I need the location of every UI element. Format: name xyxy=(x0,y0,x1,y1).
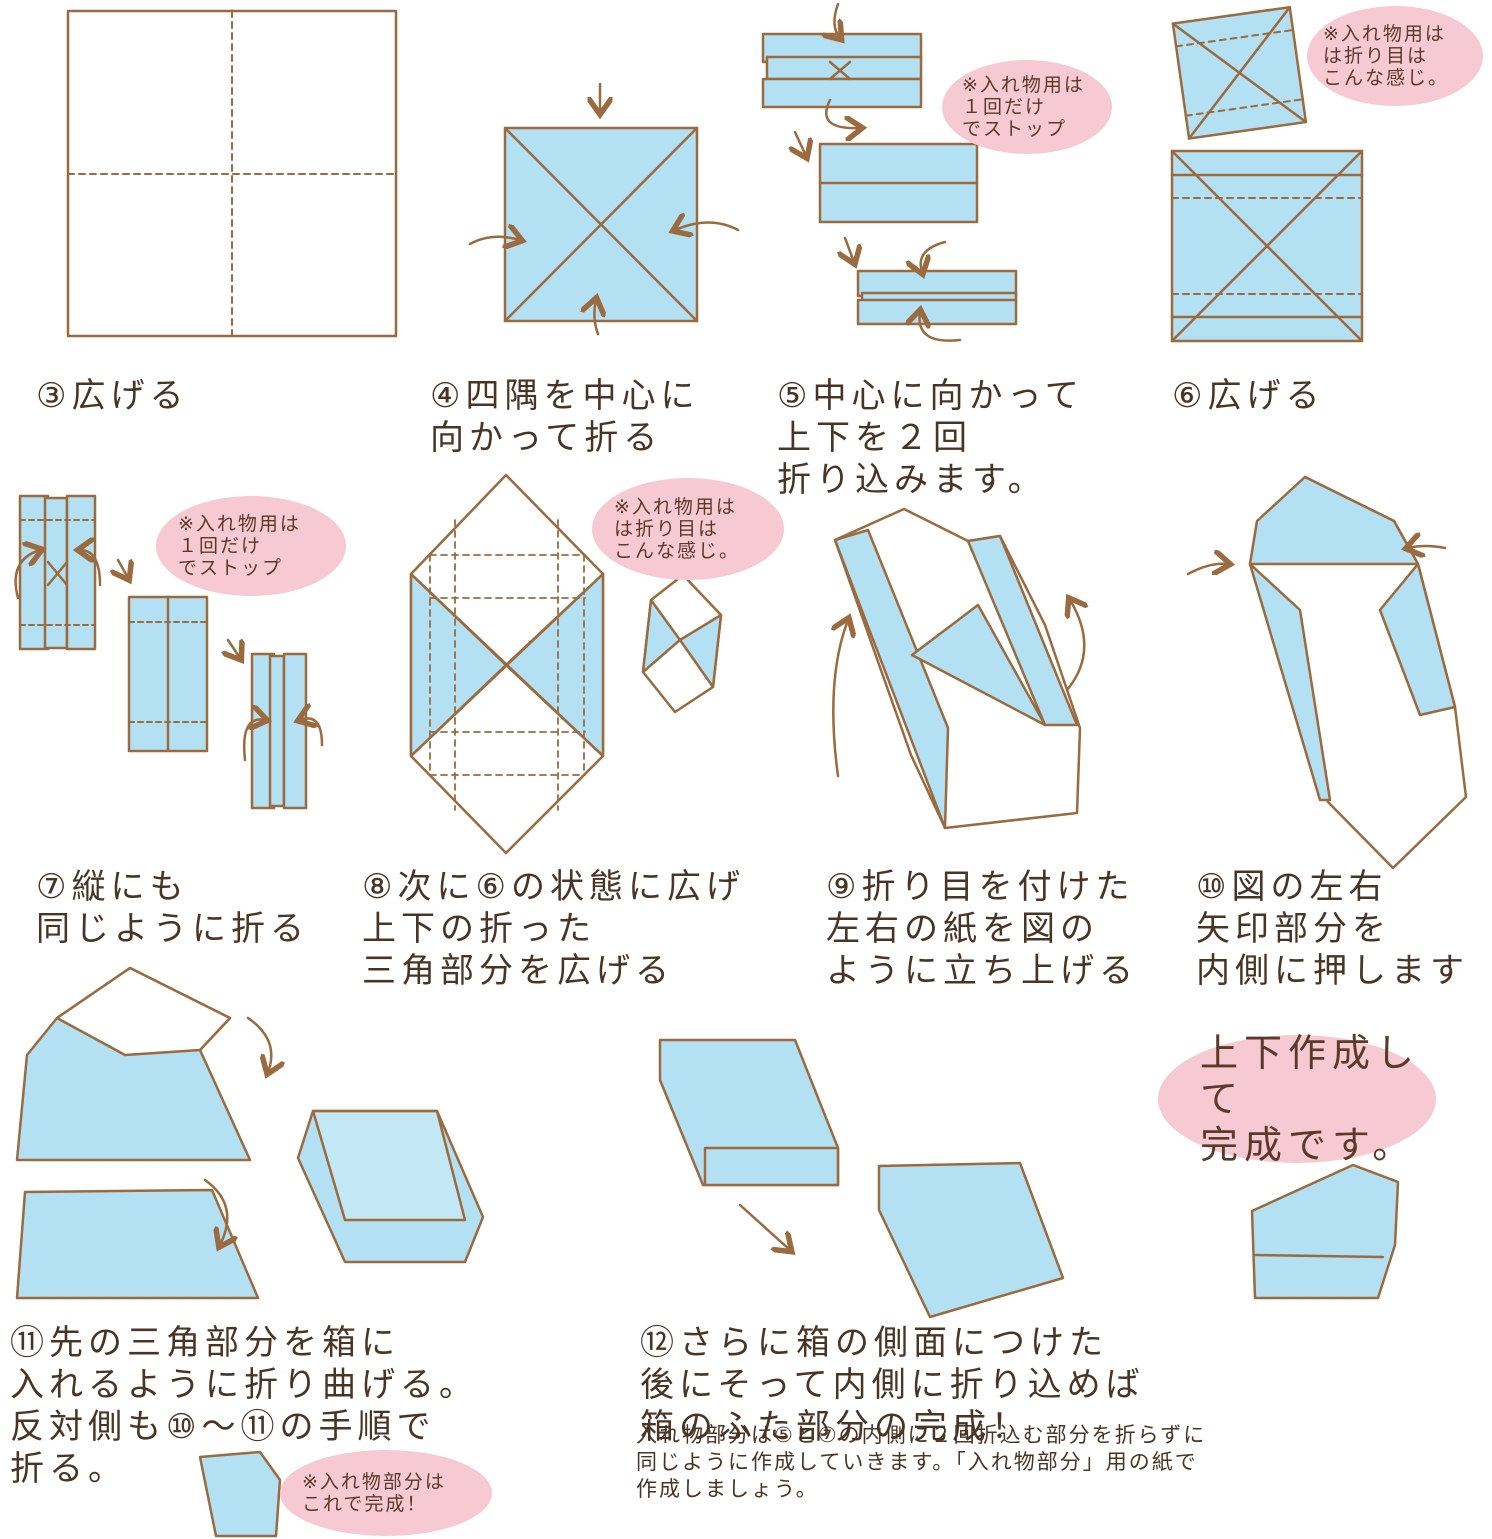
step10-push-sides xyxy=(1186,475,1468,870)
step3-unfolded-square xyxy=(66,9,398,338)
step9-caption: ⑨折り目を付けた左右の紙を図のように立ち上げる xyxy=(826,867,1138,991)
arrow-icon xyxy=(795,130,806,156)
arrow-left-icon xyxy=(675,223,740,231)
step7-vertical-folds xyxy=(14,494,324,810)
step5-folds xyxy=(761,2,1018,342)
step9-raised-sides xyxy=(833,507,1084,830)
step3-caption: ③広げる xyxy=(36,376,189,416)
step6-unfolded xyxy=(1170,5,1364,343)
step5-caption: ⑤中心に向かって上下を２回折り込みます。 xyxy=(777,376,1084,500)
container-note: 入れ物部分は⑤と⑦の内側に２回折込む部分を折らずに同じように作成していきます。「… xyxy=(636,1423,1207,1501)
step4-folded-square xyxy=(468,82,740,336)
step11-fold-in xyxy=(15,966,485,1538)
arrow-right-icon xyxy=(468,237,520,244)
step8-hexagon xyxy=(409,473,723,855)
step6-caption: ⑥広げる xyxy=(1172,376,1325,416)
step7-caption: ⑦縦にも同じように折る xyxy=(36,867,309,949)
note-bubble-step11: ※入れ物部分はこれで完成！ xyxy=(280,1450,492,1536)
note-bubble-step6: ※入れ物用はは折り目はこんな感じ。 xyxy=(1307,6,1483,106)
step10-caption: ⑩図の左右矢印部分を内側に押します xyxy=(1196,867,1469,991)
note-bubble-step8: ※入れ物用はは折り目はこんな感じ。 xyxy=(592,478,784,580)
step12-caption: ⑫さらに箱の側面につけた後にそって内側に折り込めば箱のふた部分の完成！ xyxy=(640,1323,1145,1447)
arrow-up-icon xyxy=(594,300,598,336)
step12-box-lid xyxy=(658,1038,1400,1319)
curl-arrow-icon xyxy=(834,2,840,38)
step8-caption: ⑧次に⑥の状態に広げ上下の折った三角部分を広げる xyxy=(362,867,745,991)
step11-caption: ⑪先の三角部分を箱に入れるように折り曲げる。反対側も⑩〜⑪の手順で折る。 xyxy=(10,1323,478,1489)
step4-caption: ④四隅を中心に向かって折る xyxy=(430,376,700,458)
finish-bubble: 上下作成して完成です。 xyxy=(1158,1031,1436,1167)
